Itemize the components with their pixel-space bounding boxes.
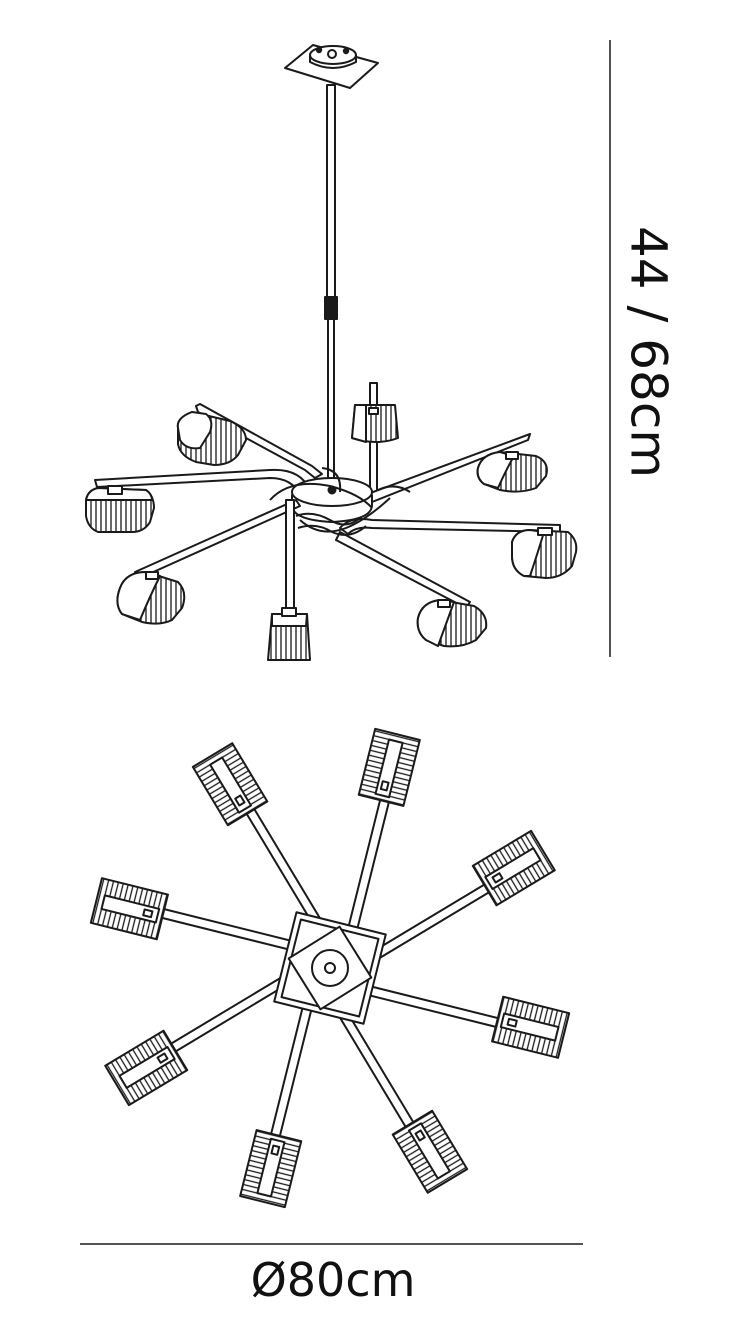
arm-back-center [351, 382, 399, 494]
plan-arm [239, 990, 317, 1209]
plan-arm [328, 995, 469, 1194]
arm-front-center [267, 499, 311, 661]
central-hub [269, 467, 411, 533]
arm-right [339, 518, 578, 579]
height-label: 44 / 68cm [620, 226, 678, 478]
arm-left [85, 468, 311, 533]
arm-back-right [364, 433, 548, 503]
plan-arm [104, 966, 303, 1107]
plan-top-view [89, 727, 571, 1209]
ceiling-rose [284, 44, 379, 89]
arm-front-left [116, 499, 301, 625]
plan-central-hub [273, 911, 387, 1025]
suspension-rod [324, 84, 338, 492]
central-hub-twist [295, 512, 367, 536]
plan-arm [89, 877, 308, 955]
diameter-label: Ø80cm [251, 1253, 416, 1307]
plan-arm [357, 829, 556, 970]
arm-back-left [176, 403, 323, 479]
arm-front-right [335, 531, 488, 648]
side-elevation-view [85, 44, 578, 661]
plan-arm [352, 981, 571, 1059]
plan-arm [343, 727, 421, 946]
